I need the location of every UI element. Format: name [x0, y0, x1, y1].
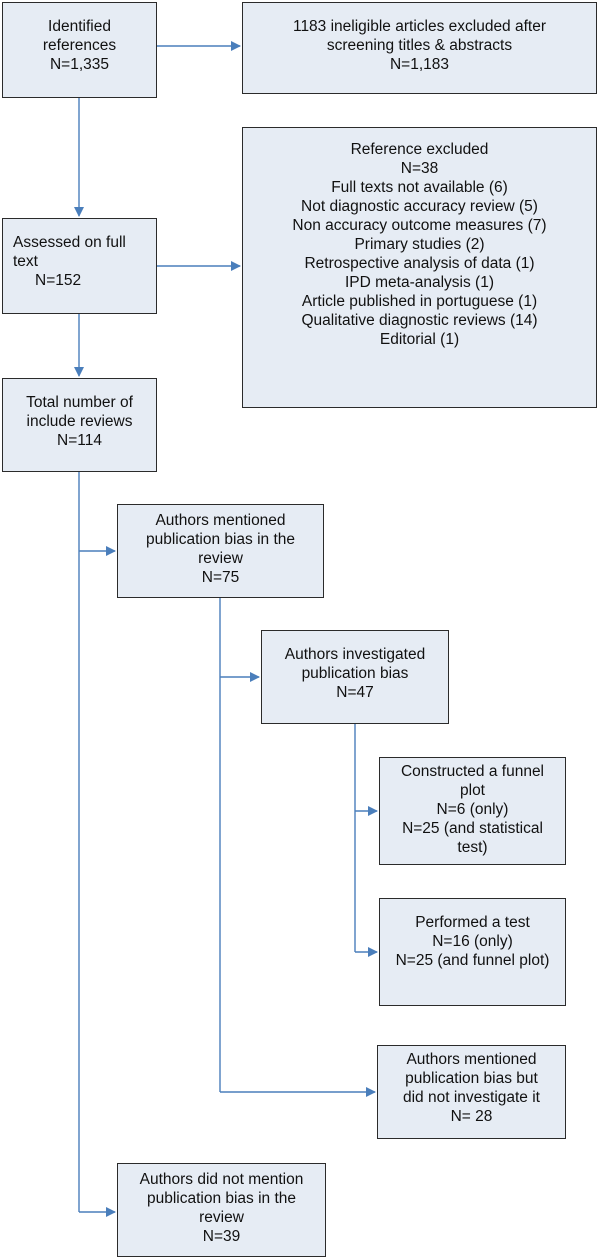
line: Total number of: [26, 394, 133, 411]
line: did not investigate it: [402, 1089, 540, 1106]
line: text: [13, 253, 38, 270]
line: references: [42, 37, 117, 54]
line: 1183 ineligible articles excluded after: [292, 18, 547, 35]
line: Qualitative diagnostic reviews (14): [301, 312, 538, 329]
line: publication bias but: [405, 1070, 538, 1087]
line: N=152: [35, 272, 82, 289]
box-reference-excluded: Reference excluded N=38 Full texts not a…: [242, 127, 597, 408]
line: publication bias in the: [146, 1190, 297, 1207]
line: Performed a test: [415, 914, 530, 931]
line: publication bias: [301, 665, 409, 682]
line: Primary studies (2): [354, 236, 485, 253]
line: IPD meta-analysis (1): [344, 274, 494, 291]
line: N=1,335: [49, 56, 110, 73]
line: N=75: [201, 569, 240, 586]
line: Identified: [48, 18, 111, 35]
line: Assessed on full: [13, 234, 126, 251]
box-constructed-funnel-plot: Constructed a funnel plot N=6 (only) N=2…: [379, 757, 566, 865]
line: N=1,183: [389, 56, 450, 73]
box-identified-references: Identified references N=1,335: [2, 2, 157, 98]
line: N=38: [400, 160, 439, 177]
line: Article published in portuguese (1): [301, 293, 538, 310]
line: test): [457, 839, 488, 856]
box-mentioned-not-investigated: Authors mentioned publication bias but d…: [377, 1045, 566, 1139]
line: plot: [460, 782, 485, 799]
line: Editorial (1): [379, 331, 460, 348]
line: Retrospective analysis of data (1): [304, 255, 535, 272]
line: Reference excluded: [350, 141, 489, 158]
box-did-not-mention-bias: Authors did not mention publication bias…: [117, 1163, 326, 1257]
line: review: [199, 1209, 244, 1226]
line: Authors investigated: [284, 646, 426, 663]
line: N= 28: [450, 1108, 493, 1125]
line: N=25 (and funnel plot): [395, 952, 550, 969]
box-authors-mentioned-bias: Authors mentioned publication bias in th…: [117, 504, 324, 598]
line: Authors mentioned: [406, 1051, 537, 1068]
line: include reviews: [26, 413, 133, 430]
line: publication bias in the: [145, 531, 296, 548]
box-ineligible-excluded: 1183 ineligible articles excluded after …: [242, 2, 597, 94]
line: N=47: [336, 684, 374, 701]
box-total-included-reviews: Total number of include reviews N=114: [2, 378, 157, 472]
line: N=39: [202, 1228, 241, 1245]
line: N=25 (and statistical: [402, 820, 543, 837]
box-performed-test: Performed a test N=16 (only) N=25 (and f…: [379, 898, 566, 1006]
line: Full texts not available (6): [331, 179, 508, 196]
box-assessed-full-text: Assessed on full text N=152: [2, 218, 157, 314]
line: N=6 (only): [436, 801, 509, 818]
line: Constructed a funnel: [400, 763, 545, 780]
line: screening titles & abstracts: [326, 37, 513, 54]
line: review: [198, 550, 243, 567]
line: Authors did not mention: [139, 1171, 304, 1188]
line: Authors mentioned: [155, 512, 286, 529]
line: Not diagnostic accuracy review (5): [301, 198, 538, 215]
line: Non accuracy outcome measures (7): [292, 217, 547, 234]
box-authors-investigated-bias: Authors investigated publication bias N=…: [261, 630, 449, 724]
line: N=16 (only): [432, 933, 513, 950]
line: N=114: [57, 432, 102, 449]
